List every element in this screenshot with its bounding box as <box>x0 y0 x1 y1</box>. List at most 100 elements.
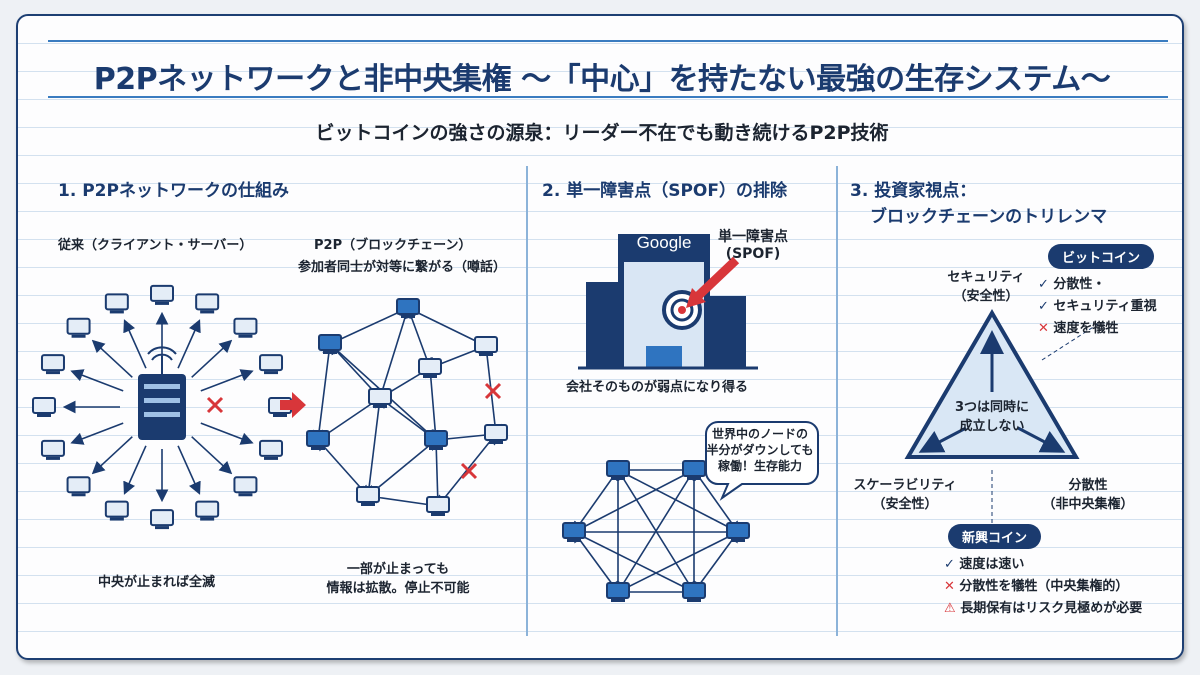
computer-icon <box>682 460 706 480</box>
connection-arrow <box>70 422 124 445</box>
p2p-label: P2P（ブロックチェーン） <box>314 238 472 253</box>
caption-line: 一部が止まっても <box>346 562 450 577</box>
bubble-line: 稼働！生存能力 <box>717 459 802 473</box>
computer-icon <box>474 336 498 356</box>
computer-icon <box>368 388 392 408</box>
computer-icon <box>66 317 91 338</box>
caption-line: 情報は拡散。停止不可能 <box>326 581 470 596</box>
list-item: ✓ 速度は速い <box>944 554 1142 576</box>
computer-icon <box>104 293 129 314</box>
check-icon: ✓ <box>1038 299 1054 314</box>
connection-arrow <box>91 436 133 475</box>
client-server-diagram <box>32 284 292 530</box>
center-line: 3つは同時に <box>954 400 1030 415</box>
connection-arrow <box>424 364 442 444</box>
connection-arrow <box>312 340 336 444</box>
spof-line: (SPOF) <box>725 246 781 262</box>
computer-icon <box>606 582 630 602</box>
check-icon: ✓ <box>944 557 960 572</box>
label-line: スケーラビリティ <box>853 478 957 493</box>
list-item: ✕ 分散性を犠牲（中央集権的） <box>944 576 1142 598</box>
section3-heading-2: ブロックチェーンのトリレンマ <box>870 207 1108 227</box>
computer-icon <box>682 582 706 602</box>
computer-icon <box>40 354 65 375</box>
computer-icon <box>424 430 448 450</box>
connection-arrow <box>405 306 489 348</box>
connection-arrow <box>376 304 412 402</box>
decentralization-label: 分散性（非中央集権） <box>1028 474 1148 512</box>
label-line: （安全性） <box>953 289 1019 304</box>
connection-arrow <box>177 319 201 369</box>
p2p-caption: 一部が止まっても情報は拡散。停止不可能 <box>308 558 488 596</box>
section-divider <box>526 166 528 636</box>
bitcoin-badge: ビットコイン <box>1048 244 1155 269</box>
computer-icon <box>562 522 586 542</box>
computer-icon <box>484 424 508 444</box>
label-line: （非中央集権） <box>1042 497 1134 512</box>
list-item-text: 分散性・ <box>1053 277 1106 292</box>
computer-icon <box>396 298 420 318</box>
diagram-graphics: Google <box>32 233 1099 602</box>
divider <box>48 40 1168 42</box>
p2p-sublabel: 参加者同士が対等に繋がる（噂話） <box>298 260 507 275</box>
computer-icon <box>233 317 258 338</box>
connection-arrow <box>200 369 254 392</box>
computer-icon <box>195 500 220 521</box>
computer-icon <box>195 293 220 314</box>
computer-icon <box>418 358 442 378</box>
mesh-network-diagram <box>562 460 750 602</box>
scalability-label: スケーラビリティ （安全性） <box>840 474 970 512</box>
connection-arrow <box>191 436 233 475</box>
connection-arrow <box>692 467 740 535</box>
connection-arrow <box>200 422 254 445</box>
computer-icon <box>318 334 342 354</box>
bubble-line: 世界中のノードの <box>711 427 808 441</box>
client-server-label: 従来（クライアント・サーバー） <box>58 238 253 253</box>
label-line: セキュリティ <box>947 270 1025 285</box>
server-icon <box>138 346 186 440</box>
center-line: 成立しない <box>959 419 1025 434</box>
computer-icon <box>66 476 91 497</box>
computer-icon <box>259 354 284 375</box>
red-x-icon <box>460 462 478 480</box>
cross-icon: ✕ <box>944 579 960 594</box>
section2-heading: 2. 単一障害点（SPOF）の排除 <box>542 181 787 201</box>
warning-icon: ⚠ <box>944 601 961 616</box>
section3-heading-1: 3. 投資家視点： <box>850 181 977 201</box>
red-arrow-icon <box>280 392 306 418</box>
list-item: ✓ セキュリティ重視 <box>1038 296 1157 318</box>
computer-icon <box>606 460 630 480</box>
bubble-line: 半分がダウンしても <box>706 443 814 457</box>
computer-icon <box>150 284 174 305</box>
computer-icon <box>426 496 450 516</box>
connection-arrow <box>177 445 201 495</box>
computer-icon <box>306 430 330 450</box>
connection-arrow <box>70 369 124 392</box>
computer-icon <box>726 522 750 542</box>
section-divider <box>836 166 838 636</box>
google-building-icon <box>578 234 758 370</box>
list-item: ✓ 分散性・ <box>1038 274 1157 296</box>
spof-label: 単一障害点(SPOF) <box>718 226 788 262</box>
list-item-text: 速度を犠牲 <box>1053 321 1119 336</box>
connection-arrow <box>191 339 233 378</box>
computer-icon <box>259 439 284 460</box>
building-sign: Google <box>637 233 692 252</box>
client-server-caption: 中央が止まれば全滅 <box>98 575 216 590</box>
security-label: セキュリティ （安全性） <box>936 266 1036 304</box>
computer-icon <box>356 486 380 506</box>
spof-line: 単一障害点 <box>718 229 788 245</box>
trilemma-center-text: 3つは同時に成立しない <box>942 396 1042 434</box>
list-item-text: 分散性を犠牲（中央集権的） <box>959 579 1129 594</box>
speech-bubble <box>705 421 819 501</box>
connection-arrow <box>362 394 386 500</box>
label-line: （安全性） <box>872 497 938 512</box>
building-caption: 会社そのものが弱点になり得る <box>566 380 749 395</box>
red-x-icon <box>206 396 224 414</box>
bitcoin-list: ✓ 分散性・✓ セキュリティ重視✕ 速度を犠牲 <box>1038 274 1157 340</box>
cross-icon: ✕ <box>1038 321 1054 336</box>
check-icon: ✓ <box>1038 277 1054 292</box>
subtitle: ビットコインの強さの源泉：リーダー不在でも動き続けるP2P技術 <box>315 122 889 144</box>
computer-icon <box>150 509 174 530</box>
connection-arrow <box>123 319 147 369</box>
